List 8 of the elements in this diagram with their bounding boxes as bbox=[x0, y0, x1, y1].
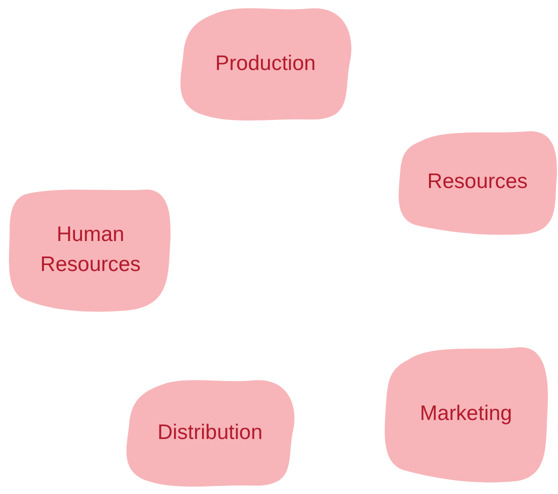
node-label: Resources bbox=[426, 169, 529, 195]
node-label: Production bbox=[214, 51, 317, 77]
node-label: Human Resources bbox=[39, 222, 142, 278]
blob-shape bbox=[124, 377, 296, 489]
blob-shape bbox=[8, 187, 173, 313]
blob-shape bbox=[397, 128, 558, 236]
node-label: Distribution bbox=[156, 420, 264, 446]
node-label: Marketing bbox=[418, 400, 514, 426]
